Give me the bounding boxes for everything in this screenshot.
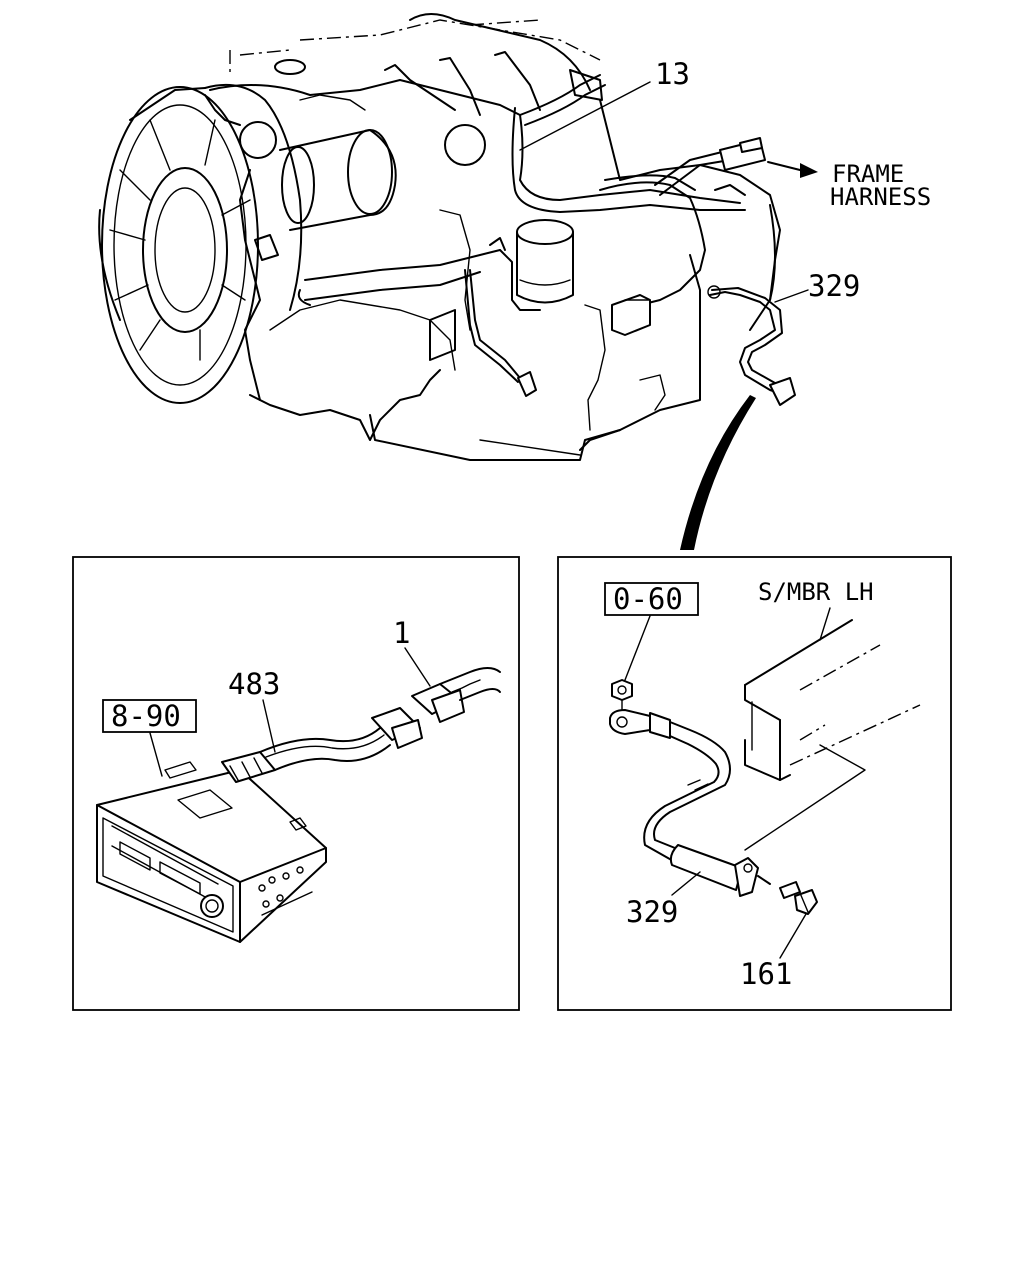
engine-assembly (98, 13, 781, 461)
leader-1 (404, 647, 431, 687)
callout-frame-line2: HARNESS (830, 183, 931, 211)
adapter-harness (221, 707, 423, 783)
callout-8-90: 8-90 (111, 699, 181, 733)
ref-box-8-90 (102, 699, 197, 733)
arrow-head-icon (800, 163, 818, 178)
bolt (757, 875, 818, 915)
leader-0-60 (624, 615, 651, 681)
leader-13 (519, 81, 651, 151)
callout-483: 483 (228, 667, 280, 701)
side-member-frame (744, 619, 921, 851)
leader-329-top (774, 289, 809, 303)
engine-wiring-harness (204, 69, 766, 397)
callout-329-detail: 329 (626, 895, 678, 929)
detail-pointer (680, 395, 756, 550)
ref-box-0-60 (604, 582, 699, 616)
nut (611, 679, 633, 713)
ground-cable-detail-panel: 0-60 S/MBR LH (557, 556, 952, 1011)
callout-161: 161 (740, 957, 792, 991)
leader-8-90 (149, 732, 163, 777)
callout-13: 13 (655, 57, 690, 91)
frame-harness-arrow (767, 161, 818, 178)
callout-frame-line1: FRAME (832, 160, 904, 188)
radio-detail-panel: 8-90 (72, 556, 520, 1011)
leader-161 (779, 913, 807, 959)
leader-329-detail (671, 871, 701, 896)
callout-side-member: S/MBR LH (758, 578, 874, 606)
leader-side-member (819, 607, 831, 641)
ground-cable (609, 709, 759, 897)
callout-329-top: 329 (808, 269, 860, 303)
radio-unit (96, 761, 327, 943)
vehicle-connector (411, 667, 501, 723)
callout-0-60: 0-60 (613, 582, 683, 616)
callout-1: 1 (393, 616, 410, 650)
ground-cable-installed (707, 285, 796, 406)
leader-483 (262, 699, 276, 753)
